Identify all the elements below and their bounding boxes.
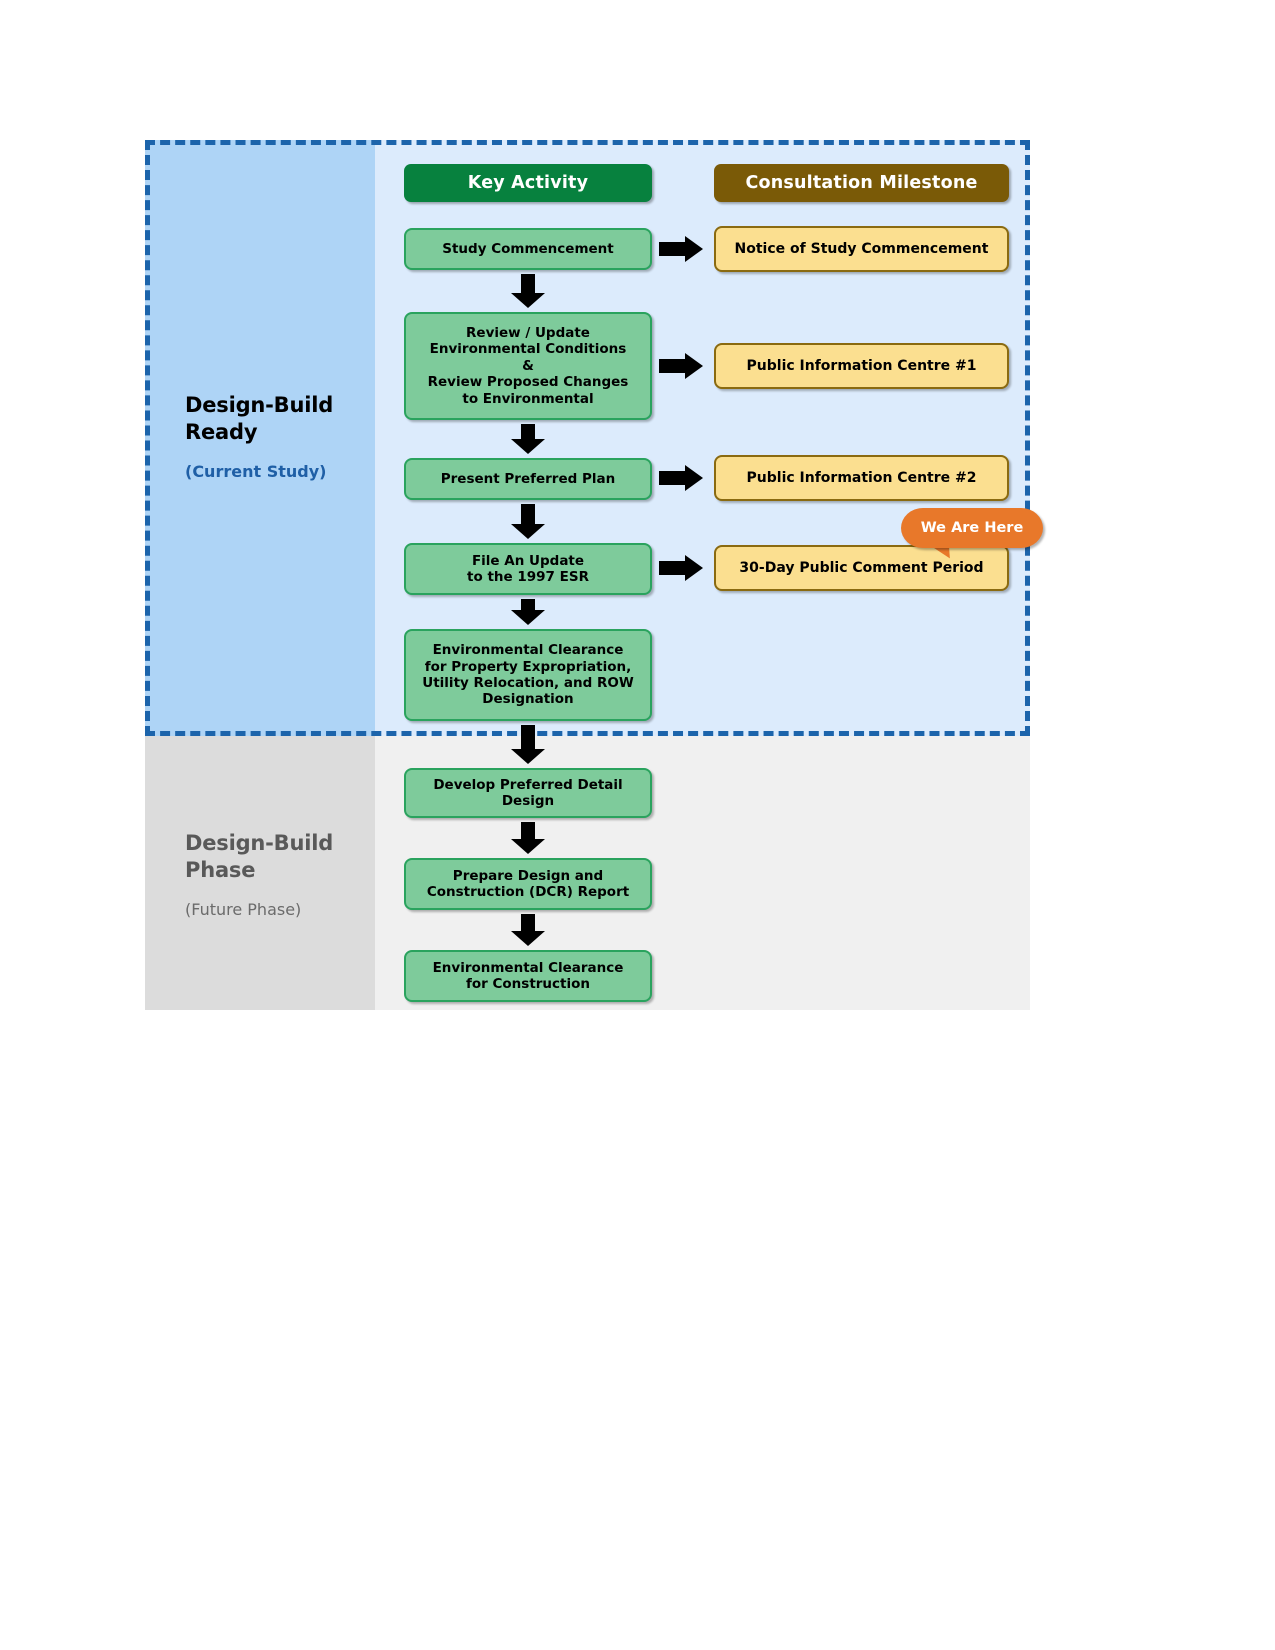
phase-label-current: Design-Build Ready (Current Study) — [185, 392, 385, 481]
callout-label: We Are Here — [901, 508, 1043, 548]
arrow-down-icon-5 — [511, 725, 545, 764]
arrow-down-icon-1 — [511, 274, 545, 308]
phase-title-future-line2: Phase — [185, 857, 256, 882]
activity-box-present-preferred-plan[interactable]: Present Preferred Plan — [404, 458, 652, 500]
arrow-down-icon-7 — [511, 914, 545, 946]
column-header-consultation-milestone: Consultation Milestone — [714, 164, 1009, 202]
arrow-right-icon-3 — [659, 465, 703, 491]
arrow-down-icon-2 — [511, 424, 545, 454]
milestone-box-public-comment-period[interactable]: 30-Day Public Comment Period — [714, 545, 1009, 591]
phase-title-current-line2: Ready — [185, 419, 258, 444]
arrow-right-icon-2 — [659, 353, 703, 379]
arrow-down-icon-4 — [511, 599, 545, 625]
phase-band-current-left — [145, 140, 375, 736]
arrow-down-icon-3 — [511, 504, 545, 539]
phase-subtitle-future: (Future Phase) — [185, 899, 302, 919]
activity-box-study-commencement[interactable]: Study Commencement — [404, 228, 652, 270]
milestone-box-notice-of-study-commencement[interactable]: Notice of Study Commencement — [714, 226, 1009, 272]
phase-title-future: Design-Build Phase — [185, 830, 385, 884]
arrow-right-icon-1 — [659, 236, 703, 262]
phase-title-current-line1: Design-Build — [185, 393, 334, 417]
phase-title-future-line1: Design-Build — [185, 831, 334, 855]
milestone-box-public-information-centre-2[interactable]: Public Information Centre #2 — [714, 455, 1009, 501]
phase-title-current: Design-Build Ready — [185, 392, 385, 446]
arrow-right-icon-4 — [659, 555, 703, 581]
phase-subtitle-current: (Current Study) — [185, 461, 327, 481]
we-are-here-callout: We Are Here — [893, 508, 1043, 580]
phase-label-future: Design-Build Phase (Future Phase) — [185, 830, 385, 919]
column-header-key-activity: Key Activity — [404, 164, 652, 202]
milestone-box-public-information-centre-1[interactable]: Public Information Centre #1 — [714, 343, 1009, 389]
process-flow-diagram: Design-Build Ready (Current Study) Desig… — [145, 140, 1043, 1010]
phase-band-future-left — [145, 736, 375, 1010]
arrow-down-icon-6 — [511, 822, 545, 854]
